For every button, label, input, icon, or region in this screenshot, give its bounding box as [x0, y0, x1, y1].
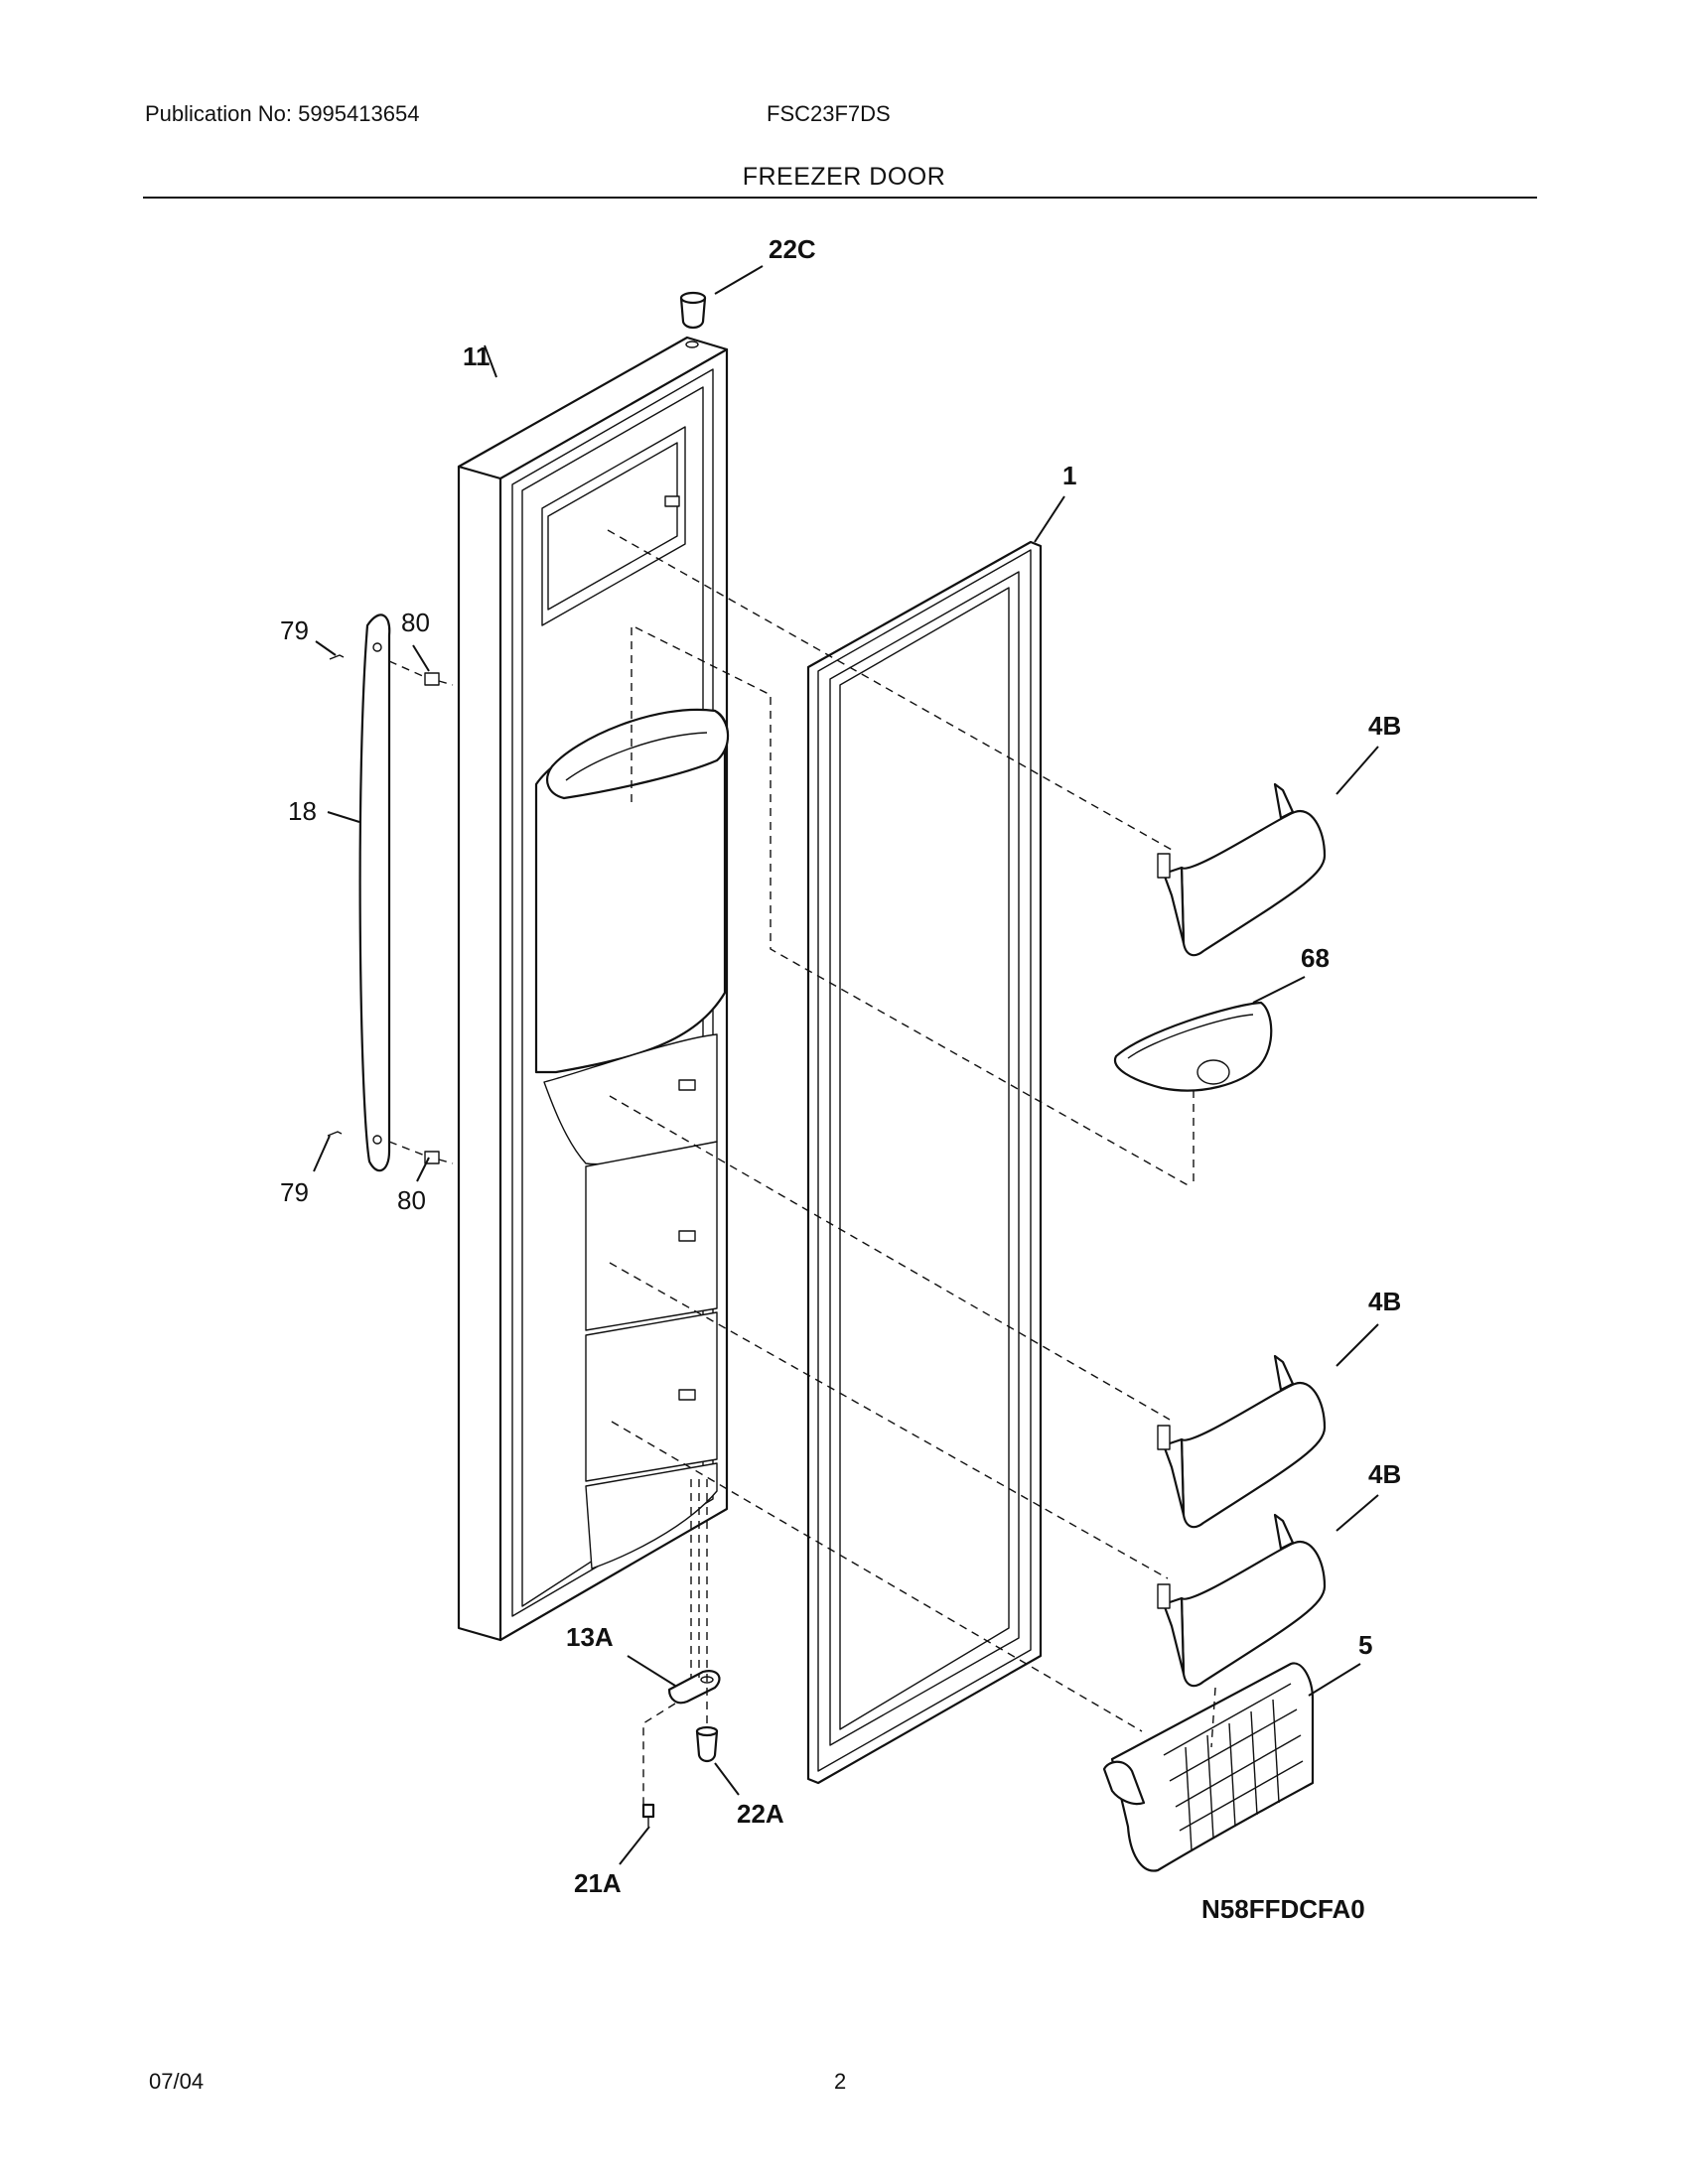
- assembly-guide-lines: [607, 529, 1216, 1805]
- callout-4B-middle: 4B: [1368, 1287, 1401, 1316]
- diagram-code: N58FFDCFA0: [1201, 1894, 1365, 1924]
- footer-date: 07/04: [149, 2069, 205, 2094]
- wire-basket: [1102, 1662, 1315, 1872]
- callout-22A: 22A: [737, 1799, 784, 1829]
- callout-5: 5: [1358, 1630, 1372, 1660]
- callout-leaders: [313, 265, 1379, 1865]
- publication-number: Publication No: 5995413654: [145, 101, 420, 126]
- callout-21A: 21A: [574, 1868, 622, 1898]
- callout-11: 11: [463, 341, 491, 371]
- callout-18: 18: [288, 796, 317, 826]
- section-title: FREEZER DOOR: [742, 163, 946, 191]
- page-number: 2: [834, 2069, 847, 2094]
- callout-79-bottom: 79: [280, 1177, 309, 1207]
- bottom-hinge-bushing: [695, 1725, 719, 1763]
- callout-13A: 13A: [566, 1622, 614, 1652]
- model-number: FSC23F7DS: [767, 101, 891, 126]
- callout-labels: 22C 11 1 79 80 18 79 80 4B 68 4B 4B 5 13…: [280, 234, 1401, 1924]
- callout-4B-upper: 4B: [1368, 711, 1401, 741]
- door-bin-upper: [1157, 782, 1327, 957]
- handle-screws: [327, 654, 454, 1164]
- callout-80-bottom: 80: [397, 1185, 426, 1215]
- door-bin-lower: [1157, 1513, 1327, 1688]
- ice-chute-funnel: [1113, 1001, 1273, 1187]
- door-gasket: [806, 540, 1043, 1785]
- freezer-door-panel: [457, 336, 730, 1642]
- callout-68: 68: [1301, 943, 1330, 973]
- callout-79-top: 79: [280, 615, 309, 645]
- callout-4B-lower: 4B: [1368, 1459, 1401, 1489]
- hinge-bushing-top: [679, 291, 707, 330]
- door-bin-middle: [1157, 1354, 1327, 1529]
- callout-80-top: 80: [401, 608, 430, 637]
- callout-1: 1: [1062, 461, 1076, 490]
- hinge-screw: [641, 1803, 655, 1827]
- bottom-hinge-bracket: [667, 1670, 721, 1705]
- header-divider: [143, 197, 1537, 199]
- callout-22C: 22C: [769, 234, 816, 264]
- door-handle: [358, 614, 391, 1172]
